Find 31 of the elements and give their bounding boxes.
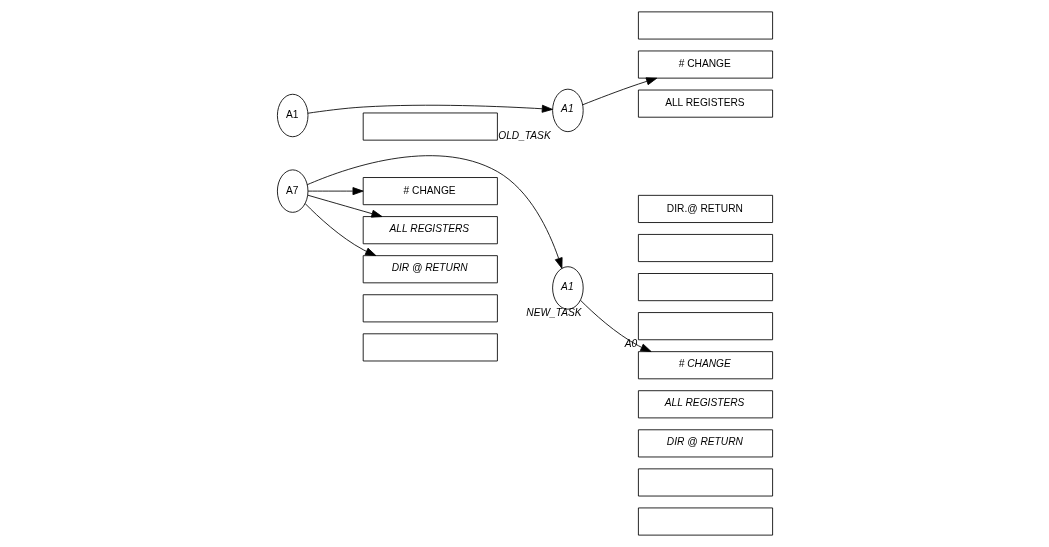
node-box bbox=[637, 11, 773, 40]
node-box: # CHANGE bbox=[637, 50, 773, 79]
arrow bbox=[306, 104, 553, 114]
node-box bbox=[362, 294, 498, 323]
node-box bbox=[637, 234, 773, 263]
arrow bbox=[579, 299, 651, 352]
arrow bbox=[304, 203, 376, 256]
node-box: ALL REGISTERS bbox=[637, 390, 773, 419]
node-ellipse: A1 bbox=[276, 93, 308, 138]
arrow bbox=[581, 77, 657, 106]
node-box bbox=[362, 112, 498, 141]
arrow bbox=[306, 155, 563, 269]
node-box bbox=[637, 468, 773, 497]
node-box: # CHANGE bbox=[362, 177, 498, 206]
node-label: NEW_TASK bbox=[525, 307, 582, 319]
node-box bbox=[362, 333, 498, 362]
node-box: # CHANGE bbox=[637, 351, 773, 380]
node-label: A0 bbox=[624, 338, 637, 350]
arrow bbox=[306, 194, 382, 218]
node-box: ALL REGISTERS bbox=[362, 216, 498, 245]
arrow bbox=[307, 187, 364, 196]
node-label: OLD_TASK bbox=[497, 129, 551, 141]
node-box bbox=[637, 507, 773, 536]
node-box bbox=[637, 273, 773, 302]
node-ellipse: A1 bbox=[551, 88, 584, 133]
node-box: DIR @ RETURN bbox=[362, 255, 498, 284]
node-box bbox=[637, 312, 773, 341]
node-ellipse: A7 bbox=[276, 169, 308, 213]
node-box: DIR.@ RETURN bbox=[637, 194, 773, 223]
node-box: ALL REGISTERS bbox=[637, 89, 773, 118]
node-box: DIR @ RETURN bbox=[637, 429, 773, 458]
